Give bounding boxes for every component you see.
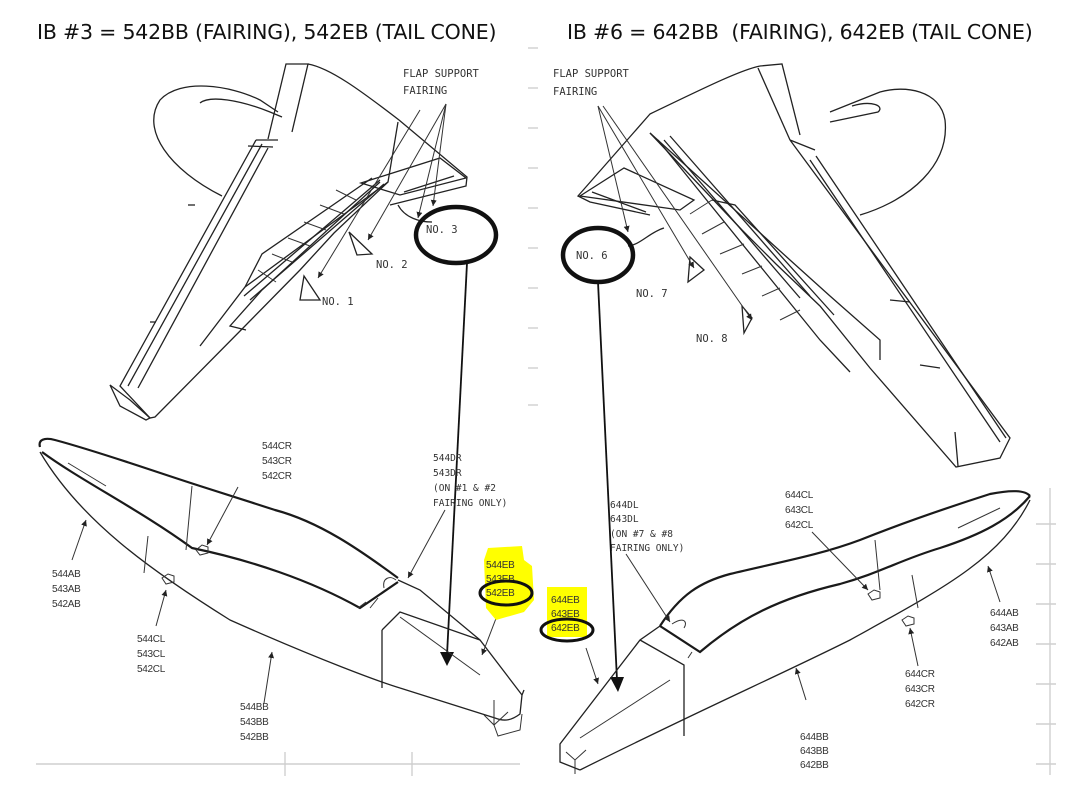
part-number-label: 544CL	[137, 634, 166, 645]
part-number-label: 544DR	[433, 453, 462, 464]
right-fairing-no8: NO. 8	[696, 333, 728, 345]
part-number-label: 544AB	[52, 569, 81, 580]
left-fairing-no1: NO. 1	[322, 296, 354, 308]
left-label-bb: 544BB 543BB 542BB	[240, 702, 269, 743]
left-pointer-arrowhead	[440, 652, 454, 666]
right-fairing-no6: NO. 6	[576, 250, 608, 262]
part-number-label: 543CR	[262, 456, 292, 467]
title-right: IB #6 = 642BB (FAIRING), 642EB (TAIL CON…	[567, 20, 1033, 44]
left-label-cr: 544CR 543CR 542CR	[262, 441, 292, 482]
part-number-label: 542CR	[262, 471, 292, 482]
part-number-label: 644CR	[905, 669, 935, 680]
part-number-label: 544EB	[486, 560, 515, 571]
part-number-label: 643AB	[990, 623, 1019, 634]
left-engine-nacelle	[153, 85, 279, 197]
ruler-marks	[36, 47, 1056, 776]
part-number-label: 542AB	[52, 599, 81, 610]
part-number-label: 643CR	[905, 684, 935, 695]
left-wing-drawing	[109, 63, 468, 421]
left-callout-line1: FLAP SUPPORT	[403, 68, 480, 80]
left-542eb-circle	[478, 579, 534, 607]
part-number-label: 544CR	[262, 441, 292, 452]
left-fairing-no3: NO. 3	[426, 224, 458, 236]
right-engine-nacelle	[829, 88, 947, 216]
right-wing-drawing	[576, 63, 1011, 468]
part-number-label: 643BB	[800, 746, 829, 757]
right-label-eb: 644EB 643EB 642EB	[551, 595, 580, 634]
left-no3-circle	[413, 204, 499, 266]
right-label-cr: 644CR 643CR 642CR	[905, 669, 935, 710]
part-number-label: 542EB	[486, 588, 515, 599]
part-number-label: 642BB	[800, 760, 829, 771]
right-fairing-no7: NO. 7	[636, 288, 668, 300]
part-number-label: 644AB	[990, 608, 1019, 619]
part-number-label: 642AB	[990, 638, 1019, 649]
right-callout-line1: FLAP SUPPORT	[553, 68, 630, 80]
right-pointer-arrow	[597, 281, 618, 681]
part-number-label: 644BB	[800, 732, 829, 743]
part-number-label: 542BB	[240, 732, 269, 743]
left-fairing-drawing	[38, 437, 525, 737]
right-eb-highlight	[547, 587, 587, 637]
right-label-cl: 644CL 643CL 642CL	[785, 490, 814, 531]
left-label-eb: 544EB 543EB 542EB	[486, 560, 515, 599]
part-number-label: 543CL	[137, 649, 166, 660]
right-label-bb: 644BB 643BB 642BB	[800, 732, 829, 771]
right-pointer-arrowhead	[610, 677, 624, 692]
right-642eb-circle	[539, 617, 595, 643]
left-fairing-no2: NO. 2	[376, 259, 408, 271]
right-fairing-drawing	[559, 490, 1031, 774]
part-number-label: 543DR	[433, 468, 462, 479]
part-number-label: FAIRING ONLY)	[433, 498, 507, 509]
part-number-label: 644DL	[610, 500, 639, 511]
part-number-label: 642EB	[551, 623, 580, 634]
right-label-ab: 644AB 643AB 642AB	[990, 608, 1019, 649]
part-number-label: 643EB	[551, 609, 580, 620]
part-number-label: 543EB	[486, 574, 515, 585]
part-number-label: 642CR	[905, 699, 935, 710]
part-number-label: 643CL	[785, 505, 814, 516]
part-number-label: 642CL	[785, 520, 814, 531]
title-left: IB #3 = 542BB (FAIRING), 542EB (TAIL CON…	[37, 20, 497, 44]
part-number-label: 644EB	[551, 595, 580, 606]
left-label-ab: 544AB 543AB 542AB	[52, 569, 81, 610]
right-label-dl: 644DL 643DL (ON #7 & #8 FAIRING ONLY)	[610, 500, 684, 554]
part-number-label: FAIRING ONLY)	[610, 543, 684, 554]
part-number-label: 542CL	[137, 664, 166, 675]
part-number-label: 543AB	[52, 584, 81, 595]
left-label-dr: 544DR 543DR (ON #1 & #2 FAIRING ONLY)	[433, 453, 507, 509]
part-number-label: 644CL	[785, 490, 814, 501]
left-label-cl: 544CL 543CL 542CL	[137, 634, 166, 675]
part-number-label: (ON #7 & #8	[610, 529, 673, 540]
part-number-label: 544BB	[240, 702, 269, 713]
part-number-label: 543BB	[240, 717, 269, 728]
left-callout-line2: FAIRING	[403, 85, 447, 97]
left-pointer-arrow	[446, 262, 468, 656]
right-callout-line2: FAIRING	[553, 86, 597, 98]
part-number-label: (ON #1 & #2	[433, 483, 496, 494]
part-number-label: 643DL	[610, 514, 639, 525]
